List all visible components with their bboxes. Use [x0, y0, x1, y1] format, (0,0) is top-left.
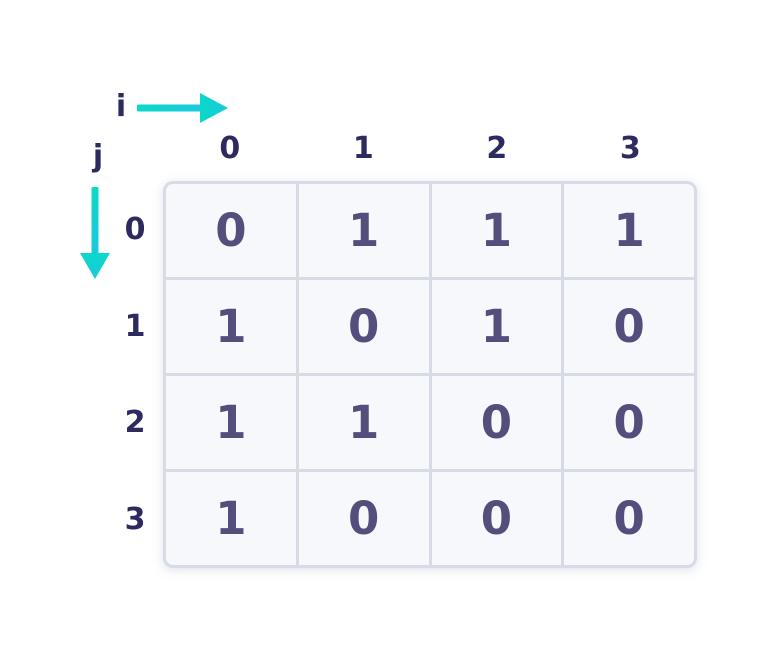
matrix-cell-3-2: 0 [431, 472, 562, 565]
matrix-cell-0-0: 0 [166, 184, 296, 277]
row-header-0: 0 [124, 211, 146, 247]
matrix-cell-0-2: 1 [431, 184, 562, 277]
matrix-grid: 0 1 1 1 1 0 1 0 1 1 0 0 1 0 0 0 [163, 181, 697, 568]
i-axis-label: i [115, 89, 127, 124]
matrix-cell-3-3: 0 [564, 472, 694, 565]
i-axis-right-arrow-icon [137, 93, 228, 123]
column-header-1: 1 [352, 131, 374, 166]
matrix-cell-1-1: 0 [298, 280, 429, 373]
column-header-2: 2 [486, 131, 508, 166]
j-axis-down-arrow-icon [80, 187, 110, 279]
row-headers: 0 1 2 3 [116, 181, 154, 568]
matrix-cell-0-3: 1 [564, 184, 694, 277]
matrix-cell-3-0: 1 [166, 472, 296, 565]
matrix-cell-0-1: 1 [298, 184, 429, 277]
row-header-3: 3 [124, 502, 146, 538]
column-header-3: 3 [619, 131, 641, 166]
matrix-cell-1-0: 1 [166, 280, 296, 373]
row-header-1: 1 [124, 308, 146, 344]
matrix-cell-3-1: 0 [298, 472, 429, 565]
j-axis-label: j [92, 139, 104, 174]
row-header-2: 2 [124, 405, 146, 441]
matrix-cell-2-2: 0 [431, 376, 562, 469]
column-header-0: 0 [219, 131, 241, 166]
column-headers: 0 1 2 3 [163, 132, 697, 166]
matrix-cell-2-1: 1 [298, 376, 429, 469]
matrix-cell-1-3: 0 [564, 280, 694, 373]
matrix-cell-2-0: 1 [166, 376, 296, 469]
matrix-cell-2-3: 0 [564, 376, 694, 469]
matrix-cell-1-2: 1 [431, 280, 562, 373]
